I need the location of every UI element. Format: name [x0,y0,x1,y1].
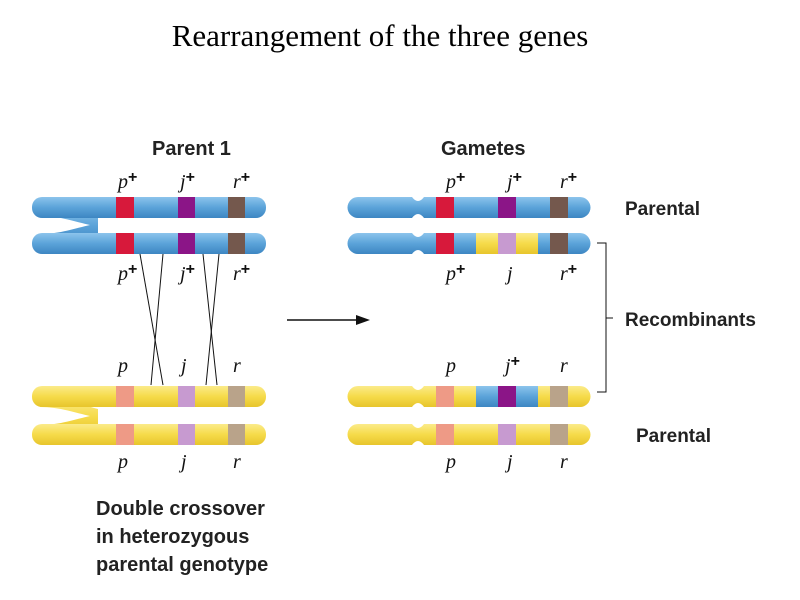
band-r [228,424,245,445]
gamete-recombinant-yellow-upper-labels: p j+ r [444,353,568,377]
svg-text:r+: r+ [233,261,250,285]
svg-text:p: p [444,355,456,377]
gamete-parental-yellow-labels: p j r [444,451,568,473]
chromatid-blue-1 [32,197,266,218]
svg-text:p+: p+ [444,261,465,285]
svg-text:parental genotype: parental genotype [96,554,268,576]
svg-text:p: p [116,451,128,473]
svg-text:j+: j+ [502,353,520,377]
recombinants-bracket [597,242,613,393]
gamete-top-labels: p+ j+ r+ [444,169,577,193]
gamete-recombinant-yellow [347,386,591,407]
band-j-plus [178,233,195,254]
parent-header: Parent 1 [152,138,231,160]
svg-text:r: r [560,355,568,377]
band-p-plus [116,233,134,254]
band-p [116,386,134,407]
slide-title: Rearrangement of the three genes [171,18,589,53]
chromatid-blue-2 [32,233,266,254]
band-r [228,386,245,407]
svg-text:p: p [444,451,456,473]
gamete-recombinant-blue-labels: p+ j r+ [444,261,577,285]
svg-text:j: j [504,451,513,473]
caption: Double crossover in heterozygous parenta… [96,498,268,576]
recombinants-label: Recombinants [625,310,756,331]
band-j-plus [178,197,195,218]
parent-bottom-upper-labels: p j r [116,355,241,377]
parent-yellow-chromosome [32,386,266,445]
svg-text:j+: j+ [177,169,195,193]
band-r-plus [228,197,245,218]
svg-text:r: r [233,355,241,377]
gametes-header: Gametes [441,138,526,160]
svg-text:j+: j+ [504,169,522,193]
band-p [116,424,134,445]
svg-text:r+: r+ [233,169,250,193]
crossover-lines [139,253,220,386]
band-r-plus [228,233,245,254]
band-p-plus [116,197,134,218]
parent-blue-chromosome [32,197,266,254]
svg-text:in heterozygous: in heterozygous [96,526,249,548]
svg-text:j: j [178,355,187,377]
svg-text:r+: r+ [560,261,577,285]
arrow-icon [287,315,370,325]
parent-top-allele-labels: p+ j+ r+ p+ j+ r+ [116,169,250,285]
svg-text:j: j [178,451,187,473]
svg-text:r+: r+ [560,169,577,193]
svg-text:j: j [504,263,513,285]
svg-text:p+: p+ [444,169,465,193]
svg-text:p+: p+ [116,261,137,285]
chromatid-yellow-1 [32,386,266,407]
svg-text:Double crossover: Double crossover [96,498,265,520]
parental-bottom-label: Parental [636,426,711,447]
svg-text:p: p [116,355,128,377]
band-j [178,424,195,445]
gamete-recombinant-blue [347,233,591,254]
svg-text:p+: p+ [116,169,137,193]
svg-text:r: r [560,451,568,473]
parental-top-label: Parental [625,199,700,220]
svg-text:r: r [233,451,241,473]
band-j [178,386,195,407]
gamete-parental-yellow [347,424,591,445]
chromatid-yellow-2 [32,424,266,445]
gamete-parental-blue [347,197,591,218]
parent-bottom-lower-labels: p j r [116,451,241,473]
svg-text:j+: j+ [177,261,195,285]
